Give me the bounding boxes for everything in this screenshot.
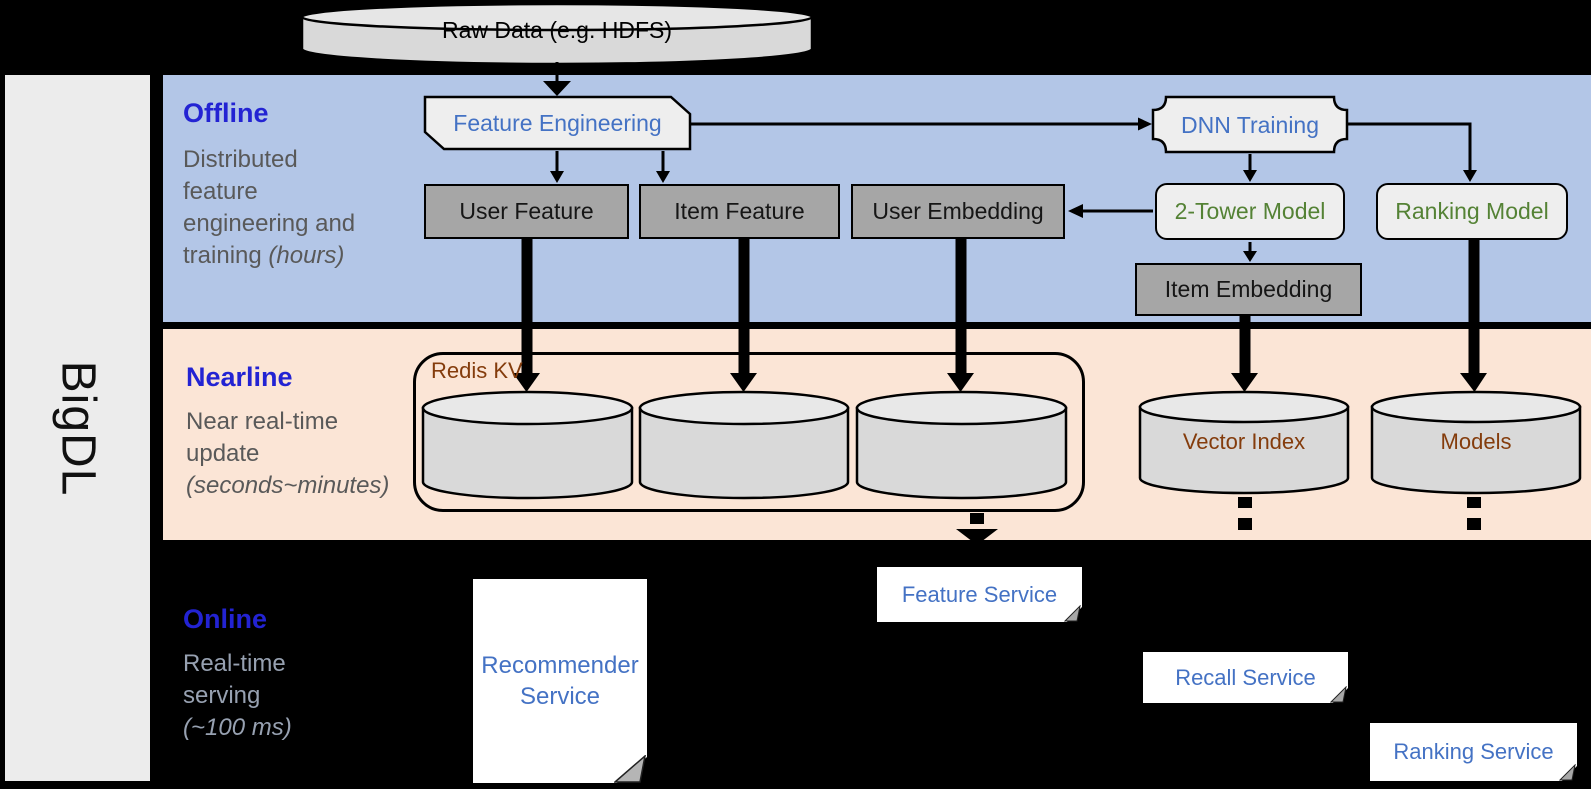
feature-service-node: Feature Service — [877, 567, 1082, 622]
user-feature-node: User Feature — [424, 184, 629, 239]
two-tower-model-node: 2-Tower Model — [1155, 183, 1345, 240]
recommender-service-fold-corner — [614, 755, 646, 783]
offline-lane-subtitle: Distributed feature engineering and trai… — [183, 144, 358, 272]
feature-engineering-node: Feature Engineering — [453, 109, 662, 136]
dnn-training-node: DNN Training — [1180, 111, 1320, 138]
nearline-subtitle-text: Near real-time update — [186, 408, 339, 467]
raw-data-label: Raw Data (e.g. HDFS) — [441, 16, 673, 43]
nearline-subtitle-note: (seconds~minutes) — [186, 471, 390, 499]
offline-subtitle-note: (hours) — [268, 241, 345, 269]
recall-service-node: Recall Service — [1143, 652, 1348, 703]
feature-service-fold-corner — [1064, 605, 1081, 622]
offline-subtitle-text: Distributed feature engineering and trai… — [183, 146, 356, 269]
item-embedding-node: Item Embedding — [1135, 263, 1362, 316]
recall-service-fold-corner — [1330, 686, 1347, 703]
user-embedding-node: User Embedding — [851, 184, 1065, 239]
ranking-service-node: Ranking Service — [1370, 723, 1577, 781]
nearline-lane-title: Nearline — [186, 362, 293, 392]
vector-index-label: Vector Index — [1182, 429, 1306, 454]
online-subtitle-text: Real-time serving — [183, 650, 286, 709]
redis-kv-label: Redis KV — [431, 358, 523, 383]
offline-lane-title: Offline — [183, 98, 269, 128]
online-lane-title: Online — [183, 604, 268, 634]
online-lane-subtitle: Real-time serving (~100 ms) — [183, 648, 315, 744]
models-label: Models — [1440, 429, 1512, 454]
nearline-lane-subtitle: Near real-time update (seconds~minutes) — [186, 406, 391, 502]
recommender-service-node: Recommender Service — [473, 579, 647, 783]
ranking-model-node: Ranking Model — [1376, 183, 1568, 240]
online-subtitle-note: (~100 ms) — [183, 713, 292, 741]
item-feature-node: Item Feature — [639, 184, 840, 239]
bigdl-sidebar: BigDL — [5, 75, 150, 781]
recommender-service-label: Recommender Service — [481, 651, 639, 710]
ranking-service-fold-corner — [1559, 764, 1576, 781]
bigdl-brand-label: BigDL — [50, 360, 104, 496]
